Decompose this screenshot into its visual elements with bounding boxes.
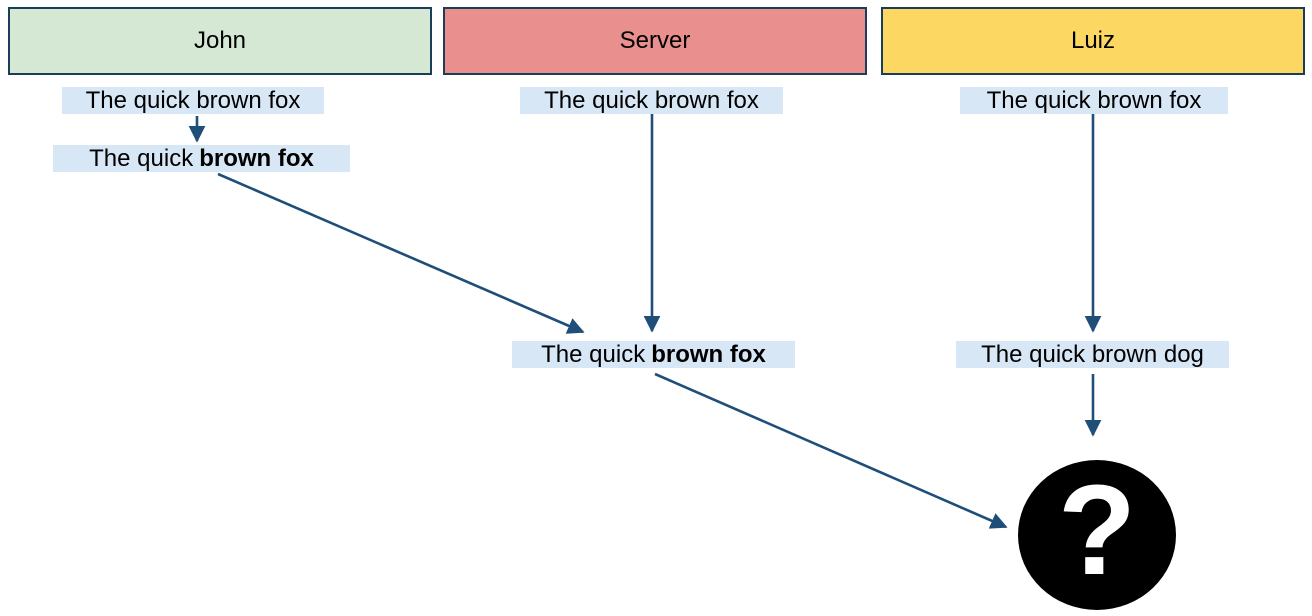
server-msg-1: The quick brown fox	[520, 87, 783, 114]
merged-msg-bold: brown fox	[651, 341, 766, 368]
john-msg-2-prefix: The quick	[89, 145, 194, 172]
john-msg-2-bold: brown fox	[199, 145, 314, 172]
lane-header-server: Server	[443, 7, 867, 75]
luiz-msg-1: The quick brown fox	[960, 87, 1228, 114]
john-msg-1-text: The quick brown fox	[85, 87, 301, 114]
unknown-node: ?	[1018, 460, 1176, 610]
arrow-john2-to-merged	[217, 172, 585, 334]
lane-label-john: John	[193, 27, 247, 54]
lane-label-server: Server	[619, 27, 691, 54]
lane-header-luiz: Luiz	[881, 7, 1305, 75]
arrow-merged-to-unknown	[654, 372, 1008, 529]
question-mark-icon: ?	[1057, 459, 1137, 602]
luiz-msg-2-text: The quick brown dog	[981, 341, 1204, 368]
merged-msg-prefix: The quick	[541, 341, 646, 368]
luiz-msg-1-text: The quick brown fox	[986, 87, 1202, 114]
server-msg-1-text: The quick brown fox	[544, 87, 759, 114]
lane-label-luiz: Luiz	[1070, 27, 1116, 54]
john-msg-1: The quick brown fox	[62, 87, 324, 114]
luiz-msg-2: The quick brown dog	[956, 341, 1229, 368]
lane-header-john: John	[8, 7, 432, 75]
